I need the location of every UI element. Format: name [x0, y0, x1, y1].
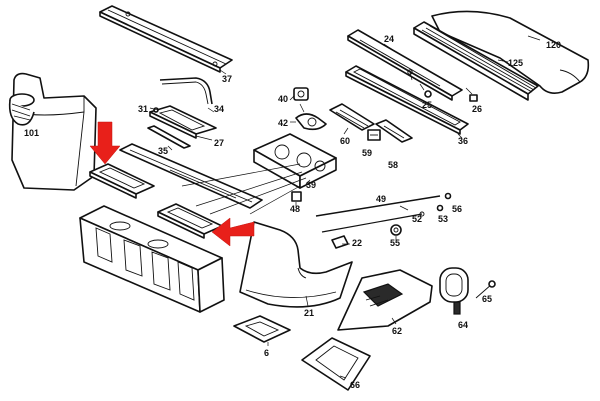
callout-101: 101 — [24, 128, 39, 138]
part-35-strip — [147, 125, 191, 149]
callout-24: 24 — [384, 34, 394, 44]
callout-53: 53 — [438, 214, 448, 224]
part-49-rod — [315, 195, 441, 217]
part-mounting-rails — [119, 143, 263, 209]
callout-60: 60 — [340, 136, 350, 146]
callout-48: 48 — [290, 204, 300, 214]
callout-21: 21 — [304, 308, 314, 318]
callout-59: 59 — [362, 148, 372, 158]
part-gasket-ring — [439, 267, 469, 303]
part-120-shelf — [431, 10, 590, 94]
callout-26: 26 — [472, 104, 482, 114]
part-27-vent-frame — [149, 105, 217, 139]
part-64-pin — [453, 301, 461, 315]
callout-35: 35 — [158, 146, 168, 156]
callout-65: 65 — [482, 294, 492, 304]
part-6-plate — [233, 315, 291, 343]
callout-56: 56 — [452, 204, 462, 214]
highlight-arrow-right — [211, 217, 255, 247]
part-26-clip — [465, 87, 478, 102]
callout-64: 64 — [458, 320, 468, 330]
callout-31: 31 — [138, 104, 148, 114]
part-48-clip — [291, 191, 302, 202]
part-55-grommet — [390, 224, 402, 236]
callout-39: 39 — [306, 180, 316, 190]
callout-52: 52 — [412, 214, 422, 224]
part-21-side-cover — [239, 221, 353, 308]
callout-125: 125 — [508, 58, 523, 68]
callout-25: 25 — [422, 100, 432, 110]
part-62-duct — [337, 269, 433, 331]
part-39-control-unit — [181, 133, 337, 215]
callout-49: 49 — [376, 194, 386, 204]
part-lower-box — [79, 205, 225, 313]
part-56-nut — [444, 192, 452, 200]
callout-58: 58 — [388, 160, 398, 170]
callout-66: 66 — [350, 380, 360, 390]
part-22-cap — [331, 235, 349, 249]
part-65-connector — [475, 280, 496, 299]
callout-6: 6 — [264, 348, 269, 358]
part-40-knob — [293, 87, 309, 101]
callout-62: 62 — [392, 326, 402, 336]
part-59-clip — [367, 129, 381, 141]
part-66-frame — [301, 337, 371, 391]
part-60-slat — [329, 103, 375, 131]
callout-120: 120 — [546, 40, 561, 50]
part-125-grille — [413, 21, 539, 101]
part-25-screw — [419, 83, 432, 98]
part-24-trim-bar — [347, 29, 463, 101]
callout-22: 22 — [352, 238, 362, 248]
part-36-frame — [345, 65, 469, 135]
part-left-vent — [89, 163, 155, 199]
callout-34: 34 — [214, 104, 224, 114]
callout-leaders — [149, 35, 541, 379]
callout-27: 27 — [214, 138, 224, 148]
part-right-vent — [157, 203, 223, 239]
part-42-bracket — [295, 103, 327, 131]
part-101-duct-housing — [8, 72, 97, 191]
callout-36: 36 — [458, 136, 468, 146]
highlight-arrow-left — [89, 121, 121, 165]
callout-labels: 37 120 24 125 25 26 36 101 31 34 27 35 4… — [24, 34, 561, 390]
part-53-nut — [436, 204, 444, 212]
callout-37: 37 — [222, 74, 232, 84]
part-52-rod — [321, 211, 425, 233]
part-58-bracket — [375, 119, 413, 143]
callout-55: 55 — [390, 238, 400, 248]
callout-40: 40 — [278, 94, 288, 104]
part-34-hose — [159, 77, 213, 105]
part-37-panel — [99, 5, 233, 73]
callout-42: 42 — [278, 118, 288, 128]
